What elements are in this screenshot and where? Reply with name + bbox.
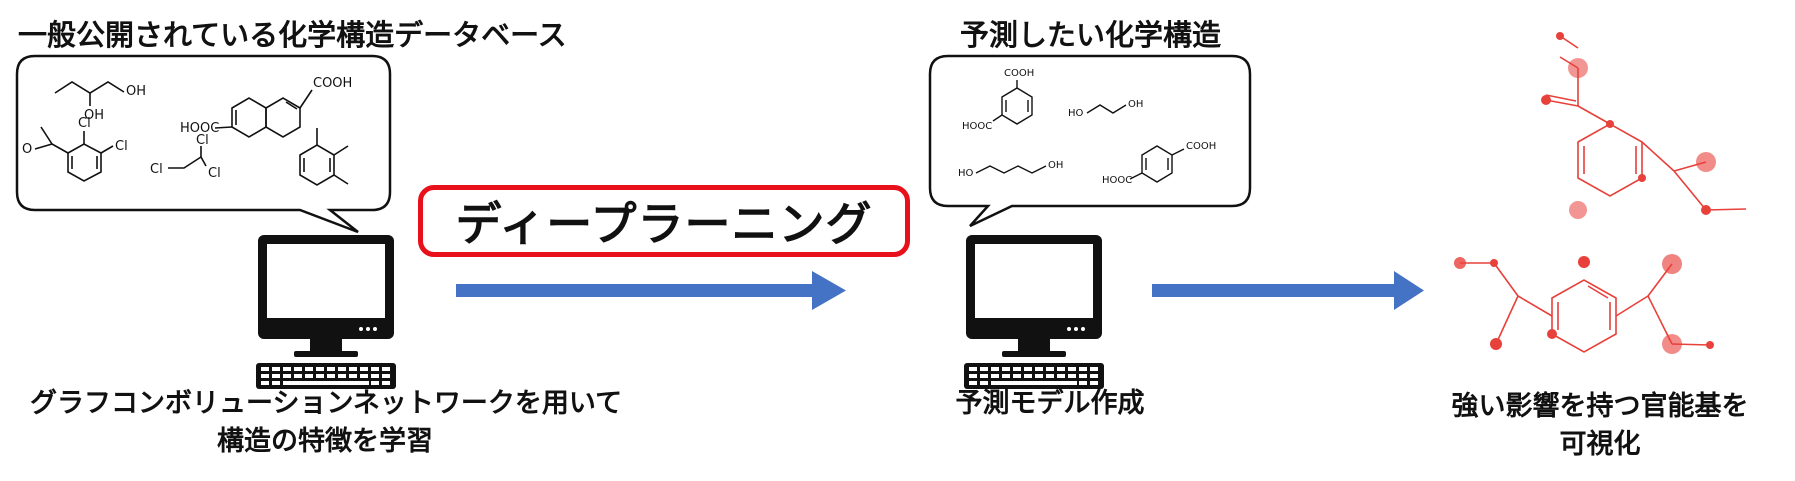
arrow-shaft-left — [456, 284, 813, 297]
arrow-head-right — [1394, 271, 1424, 310]
arrow-head-left — [812, 271, 846, 310]
molecule-trimethylbenzene — [299, 128, 349, 186]
label-cl: Cl — [78, 116, 91, 131]
highlighted-molecule-bottom — [1454, 254, 1714, 354]
label-cooh: COOH — [1004, 68, 1035, 79]
caption-learning-line1: グラフコンボリューションネットワークを用いて — [30, 388, 623, 419]
database-title: 一般公開されている化学構造データベース — [18, 18, 567, 52]
caption-visualize-line2: 可視化 — [1559, 429, 1641, 460]
label-hooc: HOOC — [1102, 175, 1133, 186]
label-cl: Cl — [150, 162, 163, 177]
label-oh: OH — [126, 84, 147, 99]
molecule-dichloronitrobenzene — [34, 126, 114, 182]
label-ho: HO — [1068, 108, 1084, 119]
label-cl: Cl — [196, 133, 209, 148]
label-cl: Cl — [115, 139, 128, 154]
predict-title: 予測したい化学構造 — [960, 18, 1222, 52]
molecule-butanediol-2 — [975, 165, 1047, 174]
label-hooc: HOOC — [962, 121, 993, 132]
caption-visualize: 強い影響を持つ官能基を 可視化 — [1410, 388, 1790, 464]
caption-learning: グラフコンボリューションネットワークを用いて 構造の特徴を学習 — [30, 385, 623, 461]
label-o: O — [22, 142, 33, 157]
arrow-shaft-right — [1152, 284, 1396, 297]
deep-learning-label: ディープラーニング — [455, 197, 873, 251]
label-cl: Cl — [208, 166, 221, 181]
computer-icon-left — [256, 235, 396, 389]
label-cooh: COOH — [1186, 141, 1217, 152]
database-bubble — [15, 54, 392, 234]
caption-model-line1: 予測モデル作成 — [955, 388, 1145, 419]
molecule-butanediol — [54, 81, 125, 106]
molecule-isophthalic-acid — [992, 80, 1033, 125]
deep-learning-box: ディープラーニング — [418, 185, 910, 257]
molecule-naphthalene-dicarboxylic — [214, 89, 313, 138]
caption-visualize-line1: 強い影響を持つ官能基を — [1451, 391, 1749, 422]
highlighted-molecule-top — [1541, 32, 1747, 219]
computer-icon-center — [964, 235, 1104, 389]
molecule-ethylene-glycol — [1086, 104, 1127, 114]
predict-bubble — [928, 54, 1252, 228]
arrow-right-icon — [1152, 271, 1424, 310]
label-ho: HO — [958, 168, 974, 179]
label-cooh: COOH — [313, 76, 353, 91]
molecule-terephthalic-acid — [1129, 145, 1185, 183]
label-oh: OH — [1128, 99, 1144, 110]
molecule-trichloroethane — [168, 146, 207, 169]
caption-model: 予測モデル作成 — [930, 385, 1170, 423]
label-oh: OH — [84, 108, 105, 123]
arrow-right-icon — [456, 271, 846, 310]
label-oh: OH — [1048, 160, 1064, 171]
caption-learning-line2: 構造の特徴を学習 — [217, 426, 433, 457]
label-hooc: HOOC — [180, 121, 220, 136]
